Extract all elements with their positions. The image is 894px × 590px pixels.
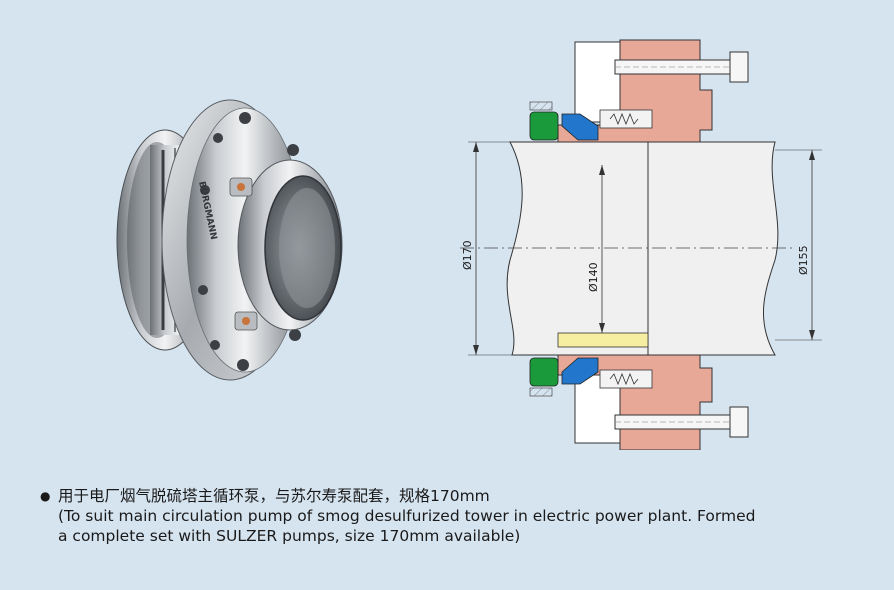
shaft [506, 141, 779, 356]
spring-housing-top [599, 109, 653, 129]
carbon-ring-bottom [561, 357, 599, 385]
dimension-right-label: Ø155 [797, 245, 810, 275]
spring-bottom [609, 372, 639, 386]
caption-line-chinese: ● 用于电厂烟气脱硫塔主循环泵，与苏尔寿泵配套，规格170mm [40, 486, 860, 506]
carbon-ring-top [561, 113, 599, 141]
bullet-icon: ● [40, 489, 51, 503]
product-caption: ● 用于电厂烟气脱硫塔主循环泵，与苏尔寿泵配套，规格170mm (To suit … [40, 486, 860, 546]
spring-housing-bottom [599, 369, 653, 389]
bolt-head-bottom [729, 406, 749, 438]
spring-top [609, 112, 639, 126]
o-ring-top [529, 111, 559, 141]
dimension-inner-label: Ø140 [587, 262, 600, 292]
caption-line-english-2: a complete set with SULZER pumps, size 1… [58, 527, 521, 545]
o-ring-bottom [529, 357, 559, 387]
bolt-head-top [729, 51, 749, 83]
dimension-outer-label: Ø170 [461, 240, 474, 270]
sleeve-insert [557, 332, 649, 348]
caption-chinese-text: 用于电厂烟气脱硫塔主循环泵，与苏尔寿泵配套，规格170mm [58, 487, 490, 505]
caption-line-english-1: (To suit main circulation pump of smog d… [58, 507, 756, 525]
seal-cross-section-diagram: Ø170 Ø140 Ø155 [460, 39, 822, 450]
mechanical-seal-photo: BURGMANN [116, 99, 343, 381]
